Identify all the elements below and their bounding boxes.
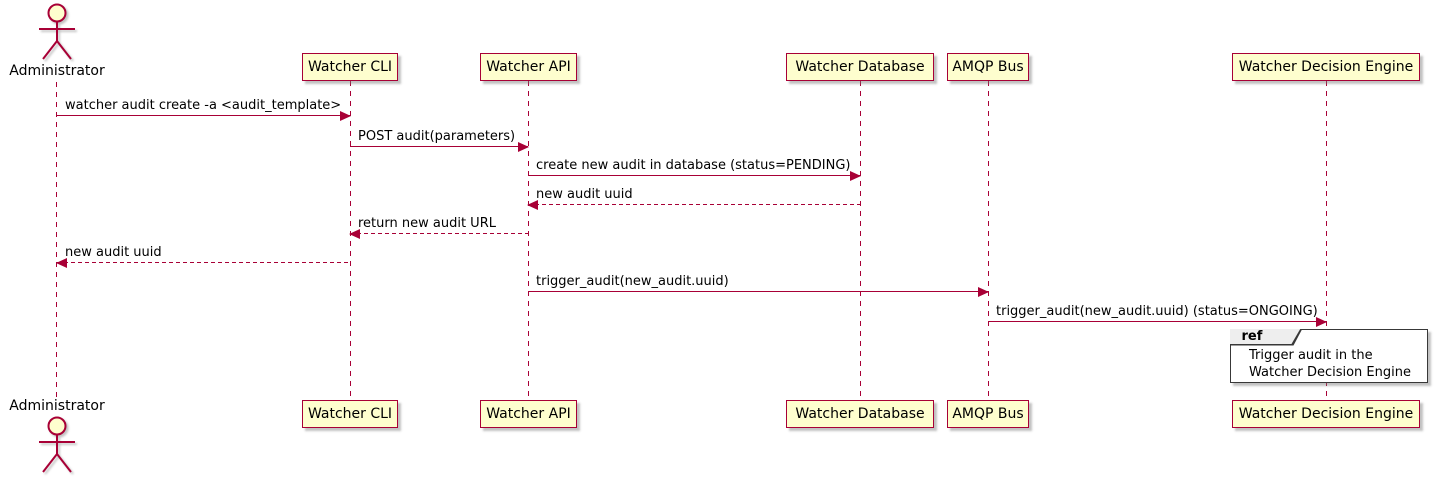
participant-box-watcher-cli-top: Watcher CLI [302,53,398,81]
ref-tab: ref [1230,329,1303,346]
message-label: return new audit URL [358,216,496,231]
arrowhead-icon [1316,317,1327,327]
lifeline-watcher-database [860,81,861,400]
message-post-audit: POST audit(parameters) [350,129,529,152]
ref-text: Trigger audit in the Watcher Decision En… [1249,347,1411,381]
message-line [57,262,350,263]
arrowhead-icon [518,142,529,152]
participant-box-watcher-api-top: Watcher API [480,53,577,81]
arrowhead-icon [527,200,538,210]
message-new-audit-uuid-to-admin: new audit uuid [56,245,350,268]
message-line [57,115,350,116]
ref-fragment: ref Trigger audit in the Watcher Decisio… [1230,329,1428,383]
lifeline-watcher-decision-engine [1326,81,1327,400]
actor-icon [39,416,75,473]
message-label: trigger_audit(new_audit.uuid) [536,274,729,289]
message-trigger-audit-ongoing: trigger_audit(new_audit.uuid) (status=ON… [988,304,1327,327]
message-new-audit-uuid-return: new audit uuid [527,187,860,210]
participant-box-watcher-database-top: Watcher Database [786,53,934,81]
message-line [528,291,988,292]
message-line [528,175,860,176]
message-line [350,146,528,147]
participant-box-watcher-cli-bottom: Watcher CLI [302,400,398,428]
lifeline-administrator [56,82,57,398]
actor-icon [39,3,75,60]
message-label: new audit uuid [65,245,162,260]
arrowhead-icon [978,287,989,297]
lifeline-watcher-api [528,81,529,400]
actor-label-bottom: Administrator [9,398,105,414]
ref-keyword: ref [1230,329,1301,345]
message-line [350,233,528,234]
participant-box-watcher-database-bottom: Watcher Database [786,400,934,428]
message-audit-create: watcher audit create -a <audit_template> [57,98,351,121]
lifeline-amqp-bus [988,81,989,400]
ref-text-line: Watcher Decision Engine [1249,365,1411,380]
participant-box-watcher-api-bottom: Watcher API [480,400,577,428]
arrowhead-icon [340,111,351,121]
participant-box-watcher-decision-engine-top: Watcher Decision Engine [1232,53,1420,81]
message-return-audit-url: return new audit URL [349,216,528,239]
arrowhead-icon [850,171,861,181]
message-create-audit-db: create new audit in database (status=PEN… [528,158,861,181]
arrowhead-icon [349,229,360,239]
actor-label-top: Administrator [9,63,105,79]
message-label: watcher audit create -a <audit_template> [65,98,342,113]
participant-box-amqp-bus-top: AMQP Bus [947,53,1029,81]
lifeline-watcher-cli [350,81,351,400]
message-label: POST audit(parameters) [358,129,516,144]
message-trigger-audit: trigger_audit(new_audit.uuid) [528,274,989,297]
arrowhead-icon [56,258,67,268]
message-line [988,321,1326,322]
participant-box-watcher-decision-engine-bottom: Watcher Decision Engine [1232,400,1420,428]
message-label: new audit uuid [536,187,633,202]
ref-text-line: Trigger audit in the [1249,348,1373,363]
message-label: create new audit in database (status=PEN… [536,158,851,173]
message-line [528,204,860,205]
message-label: trigger_audit(new_audit.uuid) (status=ON… [996,304,1318,319]
participant-box-amqp-bus-bottom: AMQP Bus [947,400,1029,428]
